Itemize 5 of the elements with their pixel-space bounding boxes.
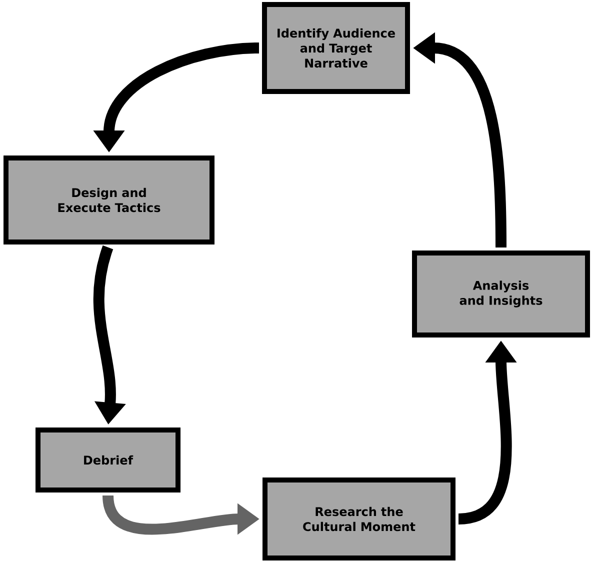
- process-box: Debrief: [36, 428, 180, 492]
- process-box: Identify Audience and Target Narrative: [262, 2, 410, 94]
- process-box: Design and Execute Tactics: [4, 156, 214, 244]
- process-box: Analysis and Insights: [412, 250, 590, 338]
- process-box: Research the Cultural Moment: [262, 478, 456, 560]
